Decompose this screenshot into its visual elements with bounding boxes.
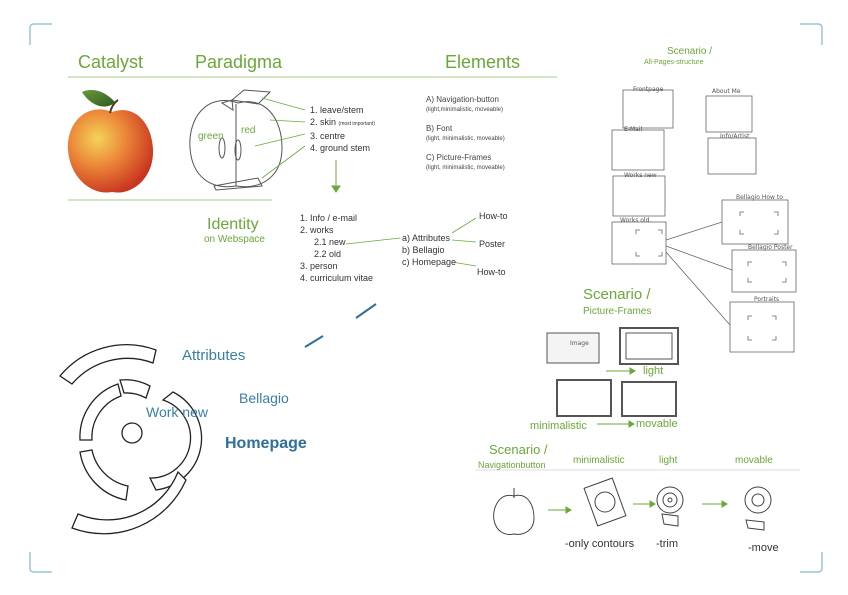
- page-label: E-Mail: [624, 126, 643, 133]
- output-poster: Poster: [479, 239, 506, 249]
- pages-sketch: [611, 89, 797, 353]
- pages-connectors: [635, 211, 787, 341]
- output-howto-1: How-to: [479, 211, 508, 221]
- identity-item: 1. Info / e-mail: [300, 213, 358, 223]
- identity-item: 2.1 new: [314, 237, 346, 247]
- paradigma-item: 2. skin (most important): [310, 117, 375, 127]
- wheel-graphic: [59, 344, 203, 535]
- page-label: Bellagio How to: [736, 194, 783, 201]
- identity-subtitle: on Webspace: [204, 234, 265, 245]
- page-label: Works new: [624, 172, 657, 179]
- page-label: Frontpage: [633, 86, 664, 93]
- frame-image-label: Image: [570, 340, 589, 347]
- identity-item: 2.2 old: [314, 249, 342, 259]
- element-item: B) Font(light, minimalistic, moveable): [426, 124, 505, 142]
- identity-item: 3. person: [300, 261, 338, 271]
- scenario-frames-subtitle: Picture-Frames: [583, 306, 652, 317]
- nav-sketch: [493, 477, 772, 535]
- page-label: Info/Artist: [720, 133, 750, 140]
- nav-minimalistic-label: minimalistic: [573, 455, 625, 466]
- page-label: Portraits: [754, 296, 780, 303]
- page-label: About Me: [712, 88, 741, 95]
- apple-photo: [67, 90, 154, 193]
- elements-list: A) Navigation-button(light,minimalistic,…: [426, 95, 505, 173]
- identity-title: Identity: [207, 216, 259, 233]
- scenario-nav-subtitle: Navigationbutton: [478, 460, 546, 470]
- identity-attr: a) Attributes: [402, 233, 451, 243]
- red-label: red: [241, 125, 256, 136]
- frames-sketch: [546, 327, 679, 417]
- corner-brackets: [29, 23, 823, 573]
- nav-move: -move: [748, 542, 779, 554]
- paradigma-connectors: [254, 97, 306, 179]
- scenario-pages-subtitle: All-Pages-structure: [644, 59, 704, 66]
- page-label: Works old: [620, 217, 650, 224]
- nav-arrows: [548, 500, 728, 514]
- catalyst-title: Catalyst: [78, 52, 144, 72]
- identity-item: 2. works: [300, 225, 334, 235]
- element-item: C) Picture-Frames(light, minimalistic, m…: [426, 153, 505, 171]
- identity-attrs: a) Attributes b) Bellagio c) Homepage: [402, 232, 456, 268]
- green-label: green: [198, 131, 224, 142]
- paradigma-item: 3. centre: [310, 131, 346, 141]
- nav-light-label: light: [659, 455, 678, 466]
- identity-connectors: [345, 217, 477, 267]
- scenario-nav-title: Scenario /: [489, 442, 548, 457]
- frames-arrows: [597, 367, 636, 428]
- elements-title: Elements: [445, 52, 521, 72]
- wheel-work-new: Work new: [146, 404, 208, 420]
- identity-attr: c) Homepage: [402, 257, 457, 267]
- nav-trim: -trim: [656, 538, 678, 550]
- identity-item: 4. curriculum vitae: [300, 273, 374, 283]
- paradigma-item: 1. leave/stem: [310, 105, 364, 115]
- output-howto-2: How-to: [477, 267, 506, 277]
- nav-only-contours: -only contours: [565, 538, 635, 550]
- identity-list: 1. Info / e-mail 2. works 2.1 new 2.2 ol…: [300, 212, 373, 284]
- page-label: Bellagio Poster: [748, 244, 793, 251]
- wheel-homepage: Homepage: [225, 435, 307, 452]
- paradigma-title: Paradigma: [195, 52, 283, 72]
- paradigma-list: 1. leave/stem 2. skin (most important) 3…: [310, 104, 375, 154]
- scenario-frames-title: Scenario /: [583, 286, 651, 303]
- down-arrow: [331, 160, 341, 193]
- scenario-pages-title: Scenario /: [667, 46, 713, 57]
- element-item: A) Navigation-button(light,minimalistic,…: [426, 95, 504, 113]
- frame-minimalistic-label: minimalistic: [530, 420, 587, 432]
- nav-movable-label: movable: [735, 455, 773, 466]
- blue-dashes: [304, 303, 377, 348]
- paradigma-item: 4. ground stem: [310, 143, 371, 153]
- wheel-bellagio: Bellagio: [239, 390, 289, 406]
- wheel-attributes: Attributes: [182, 347, 246, 364]
- frame-light-label: light: [643, 365, 664, 377]
- frame-movable-label: movable: [636, 418, 678, 430]
- apple-sketch: [189, 89, 283, 191]
- identity-attr: b) Bellagio: [402, 245, 445, 255]
